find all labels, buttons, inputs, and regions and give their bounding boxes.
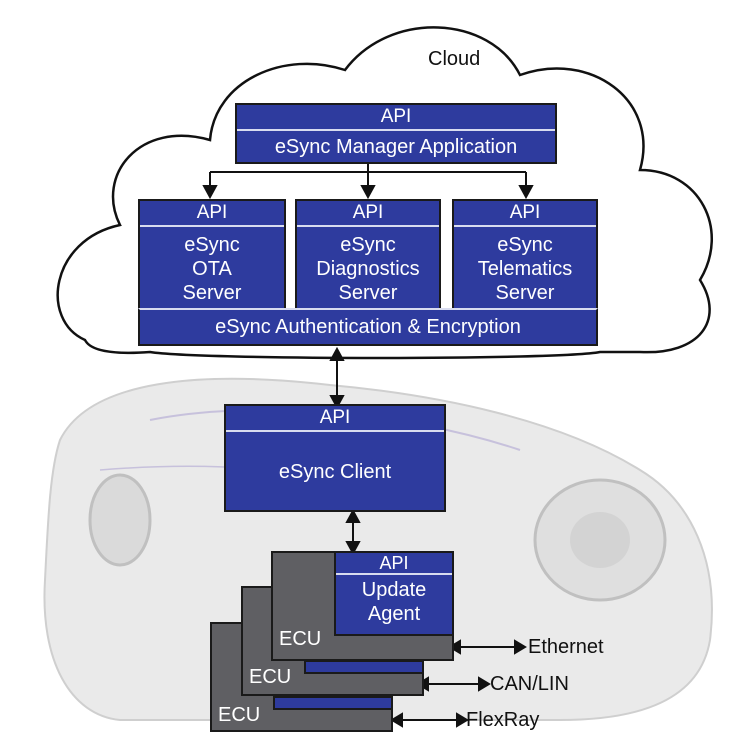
ecu-1-label: ECU	[279, 628, 322, 650]
client-agent-arrow	[345, 508, 361, 556]
diagnostics-line-2: Diagnostics	[316, 258, 420, 280]
ota-server-box: API eSync OTA Server	[138, 199, 286, 311]
diagnostics-api: API	[297, 201, 439, 227]
agent-line-1: Update	[361, 579, 427, 601]
manager-api: API	[237, 105, 555, 131]
manager-arrows	[202, 163, 534, 200]
diagnostics-server-box: API eSync Diagnostics Server	[295, 199, 441, 311]
auth-label: eSync Authentication & Encryption	[215, 316, 521, 338]
client-api: API	[226, 406, 444, 432]
telematics-api: API	[454, 201, 596, 227]
auth-box: eSync Authentication & Encryption	[138, 308, 598, 346]
telematics-server-box: API eSync Telematics Server	[452, 199, 598, 311]
diagnostics-line-1: eSync	[340, 234, 396, 256]
telematics-line-2: Telematics	[477, 258, 573, 280]
agent-api: API	[336, 553, 452, 575]
manager-label: eSync Manager Application	[274, 136, 518, 158]
ecu-3-label: ECU	[218, 704, 261, 726]
bus-flexray-label: FlexRay	[466, 709, 540, 731]
cloud-label: Cloud	[428, 48, 481, 70]
ota-line-2: OTA	[192, 258, 232, 280]
ota-line-1: eSync	[184, 234, 240, 256]
update-agent-box: API Update Agent	[334, 551, 454, 636]
client-box: API eSync Client	[224, 404, 446, 512]
ecu-2-agent-strip	[304, 660, 424, 674]
ecu-3-agent-strip	[273, 696, 393, 710]
manager-box: API eSync Manager Application	[235, 103, 557, 164]
bus-canlin-label: CAN/LIN	[490, 673, 569, 695]
client-label: eSync Client	[278, 461, 392, 483]
bus-ethernet-label: Ethernet	[528, 636, 604, 658]
diagnostics-line-3: Server	[338, 282, 398, 304]
ota-line-3: Server	[182, 282, 242, 304]
telematics-line-1: eSync	[497, 234, 553, 256]
cloud-client-arrow	[329, 346, 345, 410]
agent-line-2: Agent	[367, 603, 421, 625]
ota-api: API	[140, 201, 284, 227]
telematics-line-3: Server	[495, 282, 555, 304]
ecu-2-label: ECU	[249, 666, 292, 688]
